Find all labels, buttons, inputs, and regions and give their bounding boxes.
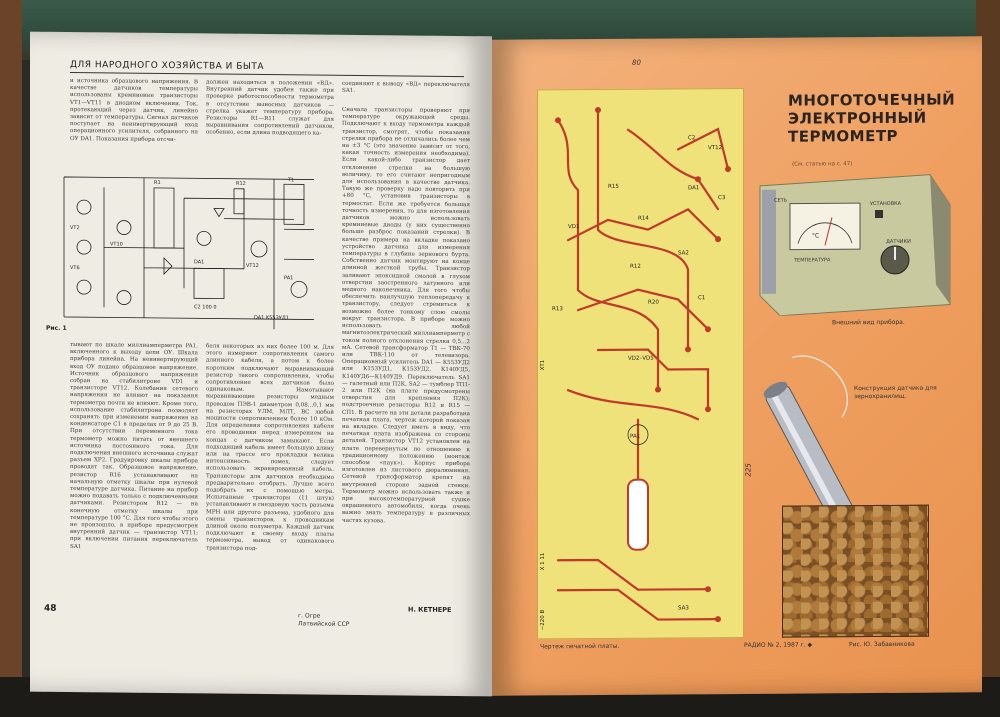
section-header: ДЛЯ НАРОДНОГО ХОЗЯЙСТВА И БЫТА [70,59,265,73]
figure-caption: Рис. 1 [46,324,67,332]
device-illustration: °C ТЕМПЕРАТУРА СЕТЬ УСТАНОВКА ДАТЧИКИ [759,174,951,316]
power-label: СЕТЬ [774,198,788,204]
author-location: г. Огре Латвийской ССР [298,612,350,628]
knob-label: ДАТЧИКИ [886,239,911,245]
svg-text:SA3: SA3 [678,605,689,611]
knob2-label: УСТАНОВКА [870,201,902,207]
svg-text:DA1: DA1 [194,259,204,265]
meter-unit: °C [812,232,819,239]
page-number: 48 [44,603,57,614]
svg-text:PA1: PA1 [630,434,640,440]
article-column-2-top: должен находиться в положении «ВД». Внут… [206,79,334,138]
svg-text:X 1 11: X 1 11 [540,553,546,571]
table-edge-left [0,0,22,717]
magazine-page-right: 80 [492,36,982,696]
svg-text:R1: R1 [154,180,161,186]
svg-text:VT10: VT10 [110,241,123,247]
header-rule [70,71,464,78]
illustration-credit: Рис. Ю. Забавникова [849,640,915,649]
svg-text:VD2–VD5: VD2–VD5 [628,356,654,362]
svg-text:~220 В: ~220 В [540,609,546,630]
author-name: Н. КЕТНЕРЕ [408,605,452,614]
svg-text:C2 100 0: C2 100 0 [194,304,217,310]
svg-text:C3: C3 [718,195,726,201]
article-column-1-bottom: тывают по шкале миллиамперметра PA1, вкл… [70,341,198,550]
svg-text:R12: R12 [236,181,246,187]
article-title: МНОГОТОЧЕЧНЫЙ ЭЛЕКТРОННЫЙ ТЕРМОМЕТР [788,90,956,146]
svg-text:VT2: VT2 [70,225,80,231]
magazine-footer: РАДИО № 2, 1987 г. ◆ [744,641,813,649]
svg-text:C1: C1 [698,295,705,301]
article-column-2-bottom: беля некоторых из них более 100 м. Для э… [206,343,334,552]
svg-text:R12: R12 [630,264,641,270]
device-caption: Внешний вид прибора. [832,318,905,327]
pcb-caption: Чертеж печатной платы. [540,642,620,651]
svg-text:VT12: VT12 [708,145,722,151]
svg-text:DA1 K553УД1: DA1 K553УД1 [254,315,289,321]
svg-text:DA1: DA1 [688,185,699,191]
svg-text:PA1: PA1 [284,275,293,281]
svg-text:VT12: VT12 [246,263,259,269]
article-column-1-top: и источника образцового напряжения. В ка… [70,77,198,143]
meter-label: ТЕМПЕРАТУРА [793,257,831,263]
svg-text:R20: R20 [648,300,659,306]
svg-text:VD1: VD1 [568,224,579,230]
svg-text:R15: R15 [608,184,619,190]
article-column-3-bottom: Сначала транзисторы проверяют при темпер… [342,106,470,524]
svg-text:R14: R14 [638,216,649,222]
svg-text:C2: C2 [688,135,695,141]
dimension-width: 80 [632,58,641,67]
svg-text:VT6: VT6 [70,265,80,271]
svg-text:R13: R13 [552,306,563,312]
grain-illustration [782,504,929,638]
magazine-page-left: ДЛЯ НАРОДНОГО ХОЗЯЙСТВА И БЫТА и источни… [30,31,492,697]
article-column-3-top: соединяют к выводу «ВД» переключателя SA… [342,80,470,95]
svg-text:XT1: XT1 [540,360,546,371]
svg-text:T1: T1 [287,177,294,183]
probe-caption: Конструкция датчика для зернохранилищ. [854,384,937,401]
svg-text:SA2: SA2 [678,250,689,256]
